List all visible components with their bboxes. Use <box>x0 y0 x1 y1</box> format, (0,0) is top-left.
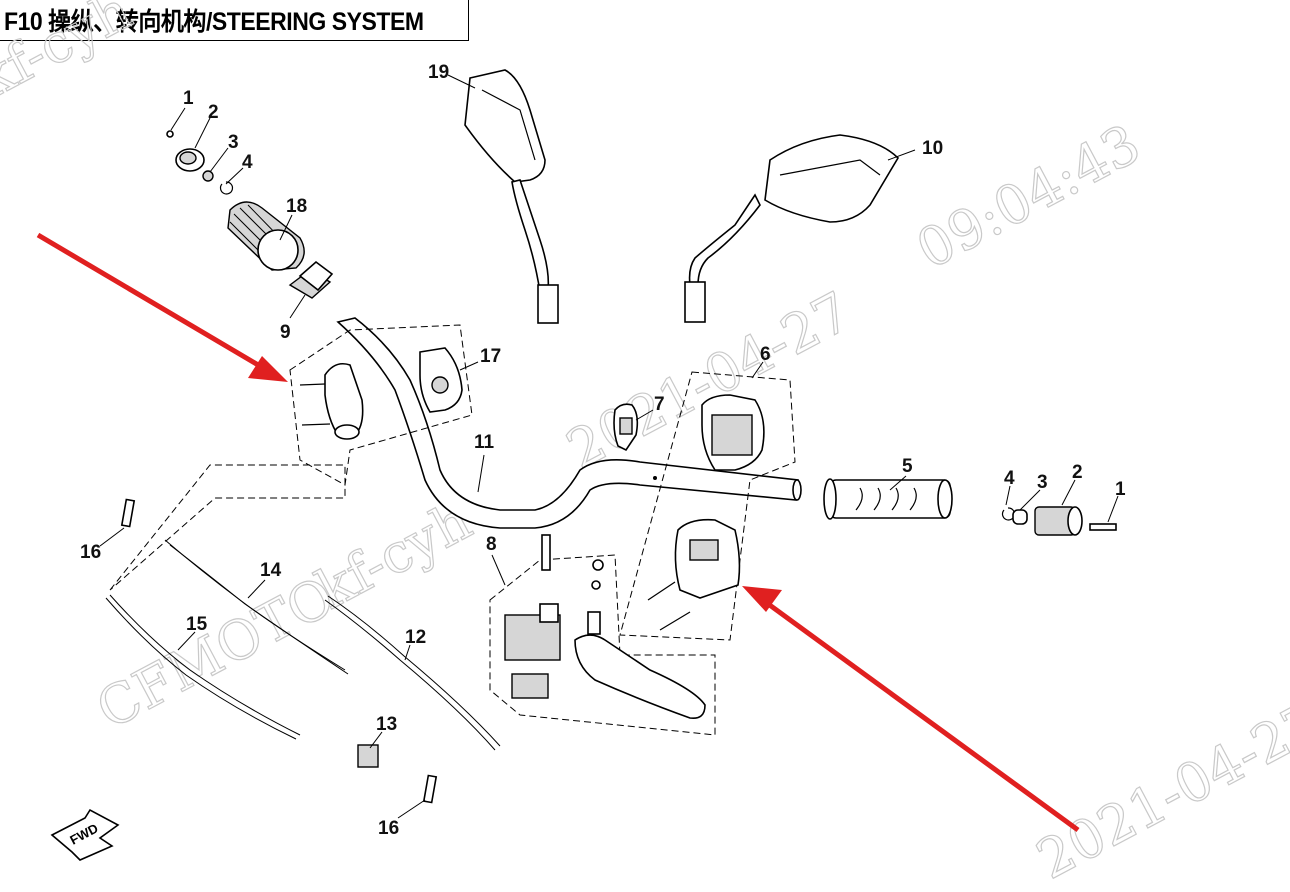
part-7-bracket <box>613 403 639 452</box>
diagram-title-box: F10 操纵、转向机构/STEERING SYSTEM <box>0 0 470 41</box>
callout-5: 5 <box>902 456 913 477</box>
fwd-direction-marker: FWD <box>50 808 120 861</box>
brake-lever-assembly <box>489 534 716 736</box>
callout-8: 8 <box>486 534 497 555</box>
watermark-date-bottom: 2021-04-27 <box>1027 690 1290 892</box>
callout-2-left: 2 <box>208 102 219 123</box>
callout-11: 11 <box>474 432 495 453</box>
right-end-parts <box>1001 506 1117 536</box>
callout-4-right: 4 <box>1004 468 1015 489</box>
callout-16-bottom: 16 <box>378 818 399 839</box>
part-9-sleeve <box>288 260 334 299</box>
callout-13: 13 <box>376 714 397 735</box>
left-switch-housing <box>289 324 473 486</box>
callout-3-right: 3 <box>1037 472 1048 493</box>
callout-9: 9 <box>280 322 291 343</box>
diagram-title: F10 操纵、转向机构/STEERING SYSTEM <box>4 8 424 36</box>
callout-3-left: 3 <box>228 132 239 153</box>
callout-labels: 1 2 3 4 18 9 17 19 10 6 7 11 5 4 3 2 1 1… <box>80 62 1126 839</box>
callout-10: 10 <box>922 138 943 159</box>
callout-1-left: 1 <box>183 88 194 109</box>
callout-15: 15 <box>186 614 208 635</box>
callout-6: 6 <box>760 344 771 365</box>
left-throttle-grip <box>166 130 305 271</box>
callout-12: 12 <box>405 627 426 648</box>
mirror-left-19 <box>464 69 559 324</box>
small-parts <box>120 498 438 804</box>
mirror-right-10 <box>684 134 900 323</box>
callout-16-top: 16 <box>80 542 101 563</box>
callout-4-left: 4 <box>242 152 253 173</box>
watermark-user-top: kf-cyh <box>0 0 141 111</box>
callout-18: 18 <box>286 196 307 217</box>
callout-2-right: 2 <box>1072 462 1083 483</box>
right-switch-housing <box>619 371 796 641</box>
callout-17: 17 <box>480 346 501 367</box>
handlebar <box>336 317 802 529</box>
right-grip <box>823 478 953 520</box>
callout-leaders <box>99 74 1119 819</box>
callout-19: 19 <box>428 62 449 83</box>
callout-1-right: 1 <box>1115 479 1126 500</box>
callout-7: 7 <box>654 394 665 415</box>
callout-14: 14 <box>260 560 282 581</box>
red-arrows <box>36 232 1080 833</box>
cables <box>105 464 501 751</box>
watermark-brand: CFMOTO <box>87 564 345 741</box>
